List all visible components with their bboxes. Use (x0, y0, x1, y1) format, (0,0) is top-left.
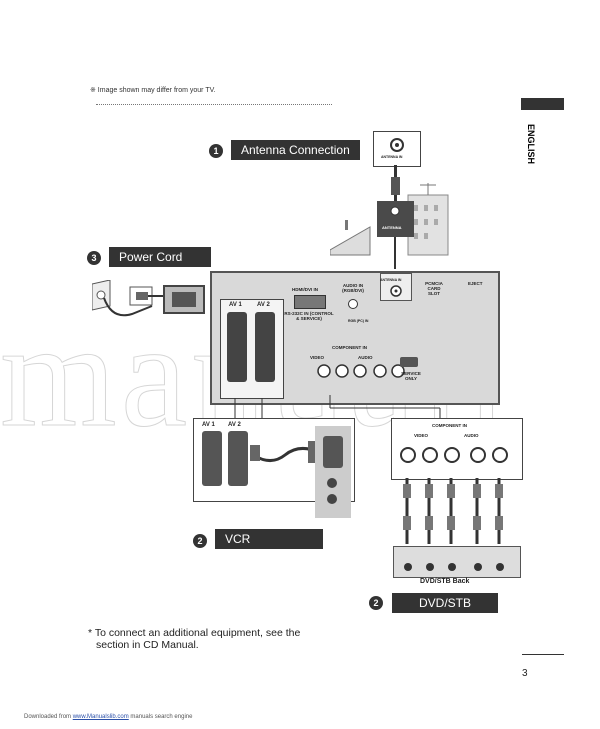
dvd-back-jacks (404, 563, 504, 571)
dvd-back-panel (393, 546, 521, 578)
dvd-back-label: DVD/STB Back (420, 578, 470, 585)
page-number-rule (522, 654, 564, 655)
av1-scart-port (227, 312, 247, 382)
rgb-pc-label: RGB (PC) IN (348, 319, 369, 323)
pcmcia-label: PCMCIA CARD SLOT (425, 281, 443, 296)
dvd-number-badge: 2 (369, 596, 383, 610)
power-cord-illustration (92, 280, 205, 317)
vcr-jack-1 (327, 478, 337, 488)
dvd-component-box: COMPONENT IN VIDEO AUDIO (391, 418, 523, 480)
vcr-number-badge: 2 (193, 534, 207, 548)
vcr-av1-socket (202, 431, 222, 486)
component-video-label: VIDEO (310, 355, 325, 360)
av2-scart-port (255, 312, 275, 382)
av2-label: AV 2 (257, 302, 270, 308)
component-audio-label: AUDIO (358, 355, 373, 360)
footer-prefix: Downloaded from (24, 714, 72, 720)
eject-label: EJECT (468, 281, 483, 286)
component-jacks (317, 364, 405, 378)
language-tab-bar (521, 98, 564, 110)
power-cord-label: Power Cord (109, 247, 211, 267)
antenna-sign-label: ANTENNA (382, 225, 402, 230)
dvd-audio-label: AUDIO (464, 433, 479, 438)
vcr-jack-2 (327, 494, 337, 504)
dvd-video-label: VIDEO (414, 433, 429, 438)
antenna-building-illustration (330, 165, 449, 269)
vcr-device-back (315, 426, 351, 518)
dvd-component-label: COMPONENT IN (432, 423, 468, 428)
audio-in-label: AUDIO IN (RGB/DVI) (342, 283, 364, 293)
antenna-connection-label: Antenna Connection (231, 140, 360, 160)
footnote-line-2: section in CD Manual. (96, 639, 199, 651)
antenna-in-label: ANTENNA IN (380, 278, 402, 282)
page-number: 3 (522, 668, 528, 679)
av1-label: AV 1 (229, 302, 242, 308)
antenna-in-port (380, 273, 412, 301)
antenna-jack-box: ANTENNA IN (373, 131, 421, 167)
dvd-stb-label: DVD/STB (392, 593, 498, 613)
footnote-line-1: * To connect an additional equipment, se… (88, 627, 301, 639)
vcr-scart-socket (323, 436, 343, 468)
hdmi-label: HDMI/DVI IN (292, 287, 319, 292)
image-note: ※ Image shown may differ from your TV. (90, 87, 216, 94)
footnote: * To connect an additional equipment, se… (88, 627, 300, 651)
vcr-av2-socket (228, 431, 248, 486)
service-port (400, 357, 418, 367)
scart-cable (250, 441, 320, 463)
manualslib-link[interactable]: www.Manualslib.com (72, 714, 129, 720)
dvd-component-jacks (400, 447, 508, 463)
vcr-av2-label: AV 2 (228, 422, 241, 428)
dotted-divider (96, 104, 332, 105)
download-footer: Downloaded from www.Manualslib.com manua… (24, 714, 192, 720)
antenna-jack-icon (390, 138, 404, 152)
vcr-connection-label: VCR Connection (215, 529, 323, 566)
footer-suffix: manuals search engine (130, 714, 193, 720)
hdmi-port (294, 295, 326, 309)
antenna-number-badge: 1 (209, 144, 223, 158)
audio-in-jack (348, 299, 358, 309)
antenna-jack-label: ANTENNA IN (381, 155, 403, 159)
language-tab-label: ENGLISH (526, 124, 536, 165)
tv-back-panel: ANTENNA IN HDMI/DVI IN AUDIO IN (RGB/DVI… (210, 271, 500, 405)
av-scart-group: AV 1 AV 2 (220, 299, 284, 399)
power-number-badge: 3 (87, 251, 101, 265)
service-only-label: SERVICE ONLY (401, 371, 421, 381)
vcr-av1-label: AV 1 (202, 422, 215, 428)
dvd-cables (403, 478, 503, 544)
rs232-label: RS-232C IN (CONTROL & SERVICE) (284, 311, 334, 321)
component-in-label: COMPONENT IN (332, 345, 368, 350)
